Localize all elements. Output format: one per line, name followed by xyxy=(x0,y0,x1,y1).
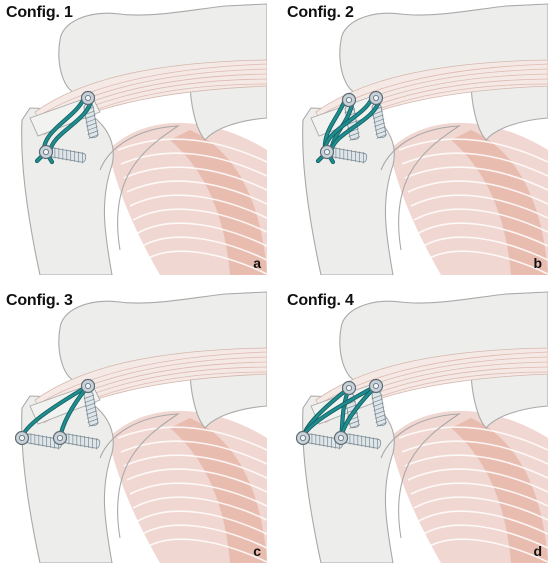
lateral-anchor-center xyxy=(338,434,345,441)
shoulder-illustration xyxy=(21,3,267,275)
glenoid-outline xyxy=(99,125,180,251)
panel-title: Config. 1 xyxy=(6,4,73,21)
muscle-fiber xyxy=(401,152,548,177)
humerus xyxy=(21,107,114,275)
panel-config-4: Config. 4 d xyxy=(281,288,548,563)
medial-anchor-center xyxy=(346,97,353,104)
muscle-fiber xyxy=(413,208,548,233)
muscle-fiber xyxy=(422,250,548,275)
panel-config-2: Config. 2 b xyxy=(281,0,548,275)
muscle-fiber xyxy=(123,166,267,191)
panel-letter: c xyxy=(253,543,261,559)
muscle-fiber xyxy=(138,236,267,261)
muscle-fiber xyxy=(422,538,548,563)
ligament-fiber xyxy=(39,351,267,404)
lateral-anchor-center xyxy=(299,434,306,441)
muscle-fiber xyxy=(398,426,548,451)
muscle-fiber xyxy=(407,180,548,205)
muscle-fiber xyxy=(419,236,548,261)
muscle-fiber xyxy=(132,496,267,521)
muscle-fiber xyxy=(413,496,548,521)
muscle-shade xyxy=(451,130,548,275)
shoulder-illustration xyxy=(295,291,548,563)
muscle-fiber xyxy=(117,138,267,163)
muscle-fiber xyxy=(419,524,548,549)
muscle-fiber xyxy=(401,440,548,465)
muscle-fiber xyxy=(416,510,548,535)
medial-anchor-center xyxy=(85,95,92,102)
panel-config-1: Config. 1 a xyxy=(0,0,267,275)
tendon xyxy=(29,95,101,137)
medial-anchor-center xyxy=(373,383,380,390)
shoulder-illustration xyxy=(302,3,548,275)
muscle-fiber xyxy=(129,194,267,219)
muscle-fiber xyxy=(117,426,267,451)
muscle-fiber xyxy=(410,482,548,507)
shoulder-illustration xyxy=(14,291,267,563)
lateral-anchor-center xyxy=(324,148,331,155)
lateral-screw xyxy=(63,433,101,450)
panel-title: Config. 4 xyxy=(287,292,354,309)
muscle-fiber xyxy=(135,222,267,247)
muscle-shade xyxy=(451,418,548,563)
muscle-fiber xyxy=(404,454,548,479)
muscle-fiber xyxy=(126,180,267,205)
glenoid-outline xyxy=(380,413,461,539)
muscle-fiber xyxy=(410,194,548,219)
muscle-fiber xyxy=(123,454,267,479)
panel-letter: a xyxy=(253,255,261,271)
lateral-screw xyxy=(344,433,382,450)
muscle-fiber xyxy=(135,510,267,535)
medial-anchor-center xyxy=(373,95,380,102)
lateral-anchor-center xyxy=(18,434,25,441)
muscle-fiber xyxy=(120,440,267,465)
muscle-fiber xyxy=(132,208,267,233)
panel-title: Config. 3 xyxy=(6,292,73,309)
muscle-shade xyxy=(170,130,267,275)
muscle-fiber xyxy=(126,468,267,493)
medial-anchor-center xyxy=(85,383,92,390)
muscle-fiber xyxy=(120,152,267,177)
muscle-fiber xyxy=(407,468,548,493)
muscle-fiber xyxy=(129,482,267,507)
lateral-anchor-center xyxy=(57,434,64,441)
ligament-fiber xyxy=(39,63,267,116)
medial-screw xyxy=(83,391,100,427)
medial-anchor-center xyxy=(346,385,353,392)
glenoid-outline xyxy=(99,413,180,539)
muscle-fiber xyxy=(416,222,548,247)
panel-title: Config. 2 xyxy=(287,4,354,21)
muscle-fiber xyxy=(138,524,267,549)
muscle-fiber xyxy=(398,138,548,163)
muscle-fiber xyxy=(404,166,548,191)
muscle-fiber xyxy=(141,250,267,275)
panel-config-3: Config. 3 c xyxy=(0,288,267,563)
lateral-anchor-center xyxy=(43,148,50,155)
glenoid-outline xyxy=(380,125,461,251)
muscle-shade xyxy=(170,418,267,563)
panel-letter: d xyxy=(533,543,542,559)
muscle-fiber xyxy=(141,538,267,563)
lateral-screw xyxy=(330,147,368,164)
panel-letter: b xyxy=(533,255,542,271)
